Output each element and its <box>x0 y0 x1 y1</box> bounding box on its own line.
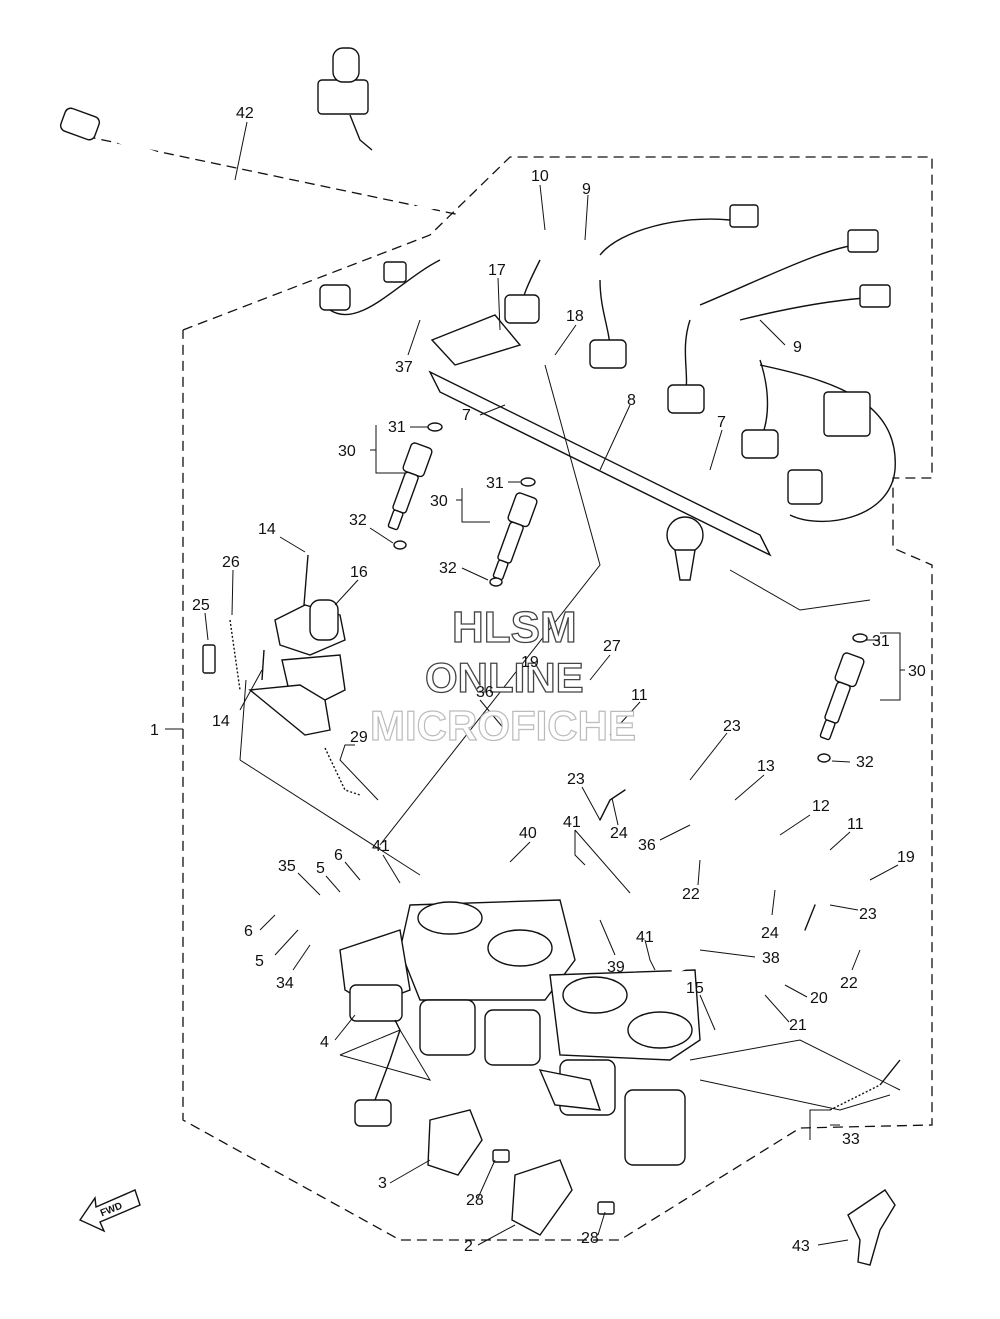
callout-22: 22 <box>840 975 858 992</box>
callout-19: 19 <box>897 849 915 866</box>
callout-29: 29 <box>350 729 368 746</box>
callout-32: 32 <box>856 754 874 771</box>
callout-11: 11 <box>847 816 864 833</box>
callout-9: 9 <box>793 339 802 356</box>
throttle-body <box>339 899 701 1166</box>
callout-20: 20 <box>810 990 828 1007</box>
callout-34: 34 <box>276 975 294 992</box>
callout-43: 43 <box>792 1238 810 1255</box>
callout-36: 36 <box>638 837 656 854</box>
callout-32: 32 <box>439 560 457 577</box>
callout-labels: 42 10 9 17 18 9 37 8 7 7 31 30 31 30 32 … <box>150 105 926 1255</box>
callout-9: 9 <box>582 181 591 198</box>
callout-3: 3 <box>378 1175 387 1192</box>
callout-16: 16 <box>350 564 368 581</box>
callout-14: 14 <box>212 713 230 730</box>
callout-13: 13 <box>757 758 775 775</box>
callout-15: 15 <box>686 980 704 997</box>
callout-24: 24 <box>761 925 779 942</box>
callout-25: 25 <box>192 597 210 614</box>
callout-39: 39 <box>607 959 625 976</box>
callout-28: 28 <box>466 1192 484 1209</box>
callout-6: 6 <box>244 923 253 940</box>
callout-5: 5 <box>316 860 325 877</box>
callout-6: 6 <box>334 847 343 864</box>
callout-2: 2 <box>464 1238 473 1255</box>
hoses <box>415 703 915 1111</box>
sensors <box>354 1019 615 1236</box>
callout-28: 28 <box>581 1230 599 1247</box>
callout-17: 17 <box>488 262 506 279</box>
callout-41: 41 <box>372 838 390 855</box>
callout-35: 35 <box>278 858 296 875</box>
callout-23: 23 <box>859 906 877 923</box>
callout-37: 37 <box>395 359 413 376</box>
fuel-hose <box>59 47 459 229</box>
callout-42: 42 <box>236 105 254 122</box>
callout-36: 36 <box>476 684 494 701</box>
callout-31: 31 <box>872 633 890 650</box>
watermark-line3: MICROFICHE <box>370 702 636 749</box>
callout-32: 32 <box>349 512 367 529</box>
watermark-line1: HLSM <box>452 603 577 652</box>
fwd-arrow-icon: FWD <box>78 1189 141 1233</box>
callout-30: 30 <box>338 443 356 460</box>
bracket-43 <box>847 1189 896 1266</box>
callout-7: 7 <box>462 407 471 424</box>
callout-4: 4 <box>320 1034 329 1051</box>
callout-21: 21 <box>789 1017 807 1034</box>
callout-33: 33 <box>842 1131 860 1148</box>
callout-22: 22 <box>682 886 700 903</box>
callout-1: 1 <box>150 722 159 739</box>
callout-30: 30 <box>908 663 926 680</box>
callout-14: 14 <box>258 521 276 538</box>
callout-26: 26 <box>222 554 240 571</box>
callout-31: 31 <box>388 419 406 436</box>
fuel-rail <box>428 314 772 581</box>
callout-8: 8 <box>627 392 636 409</box>
idle-valve-assembly <box>202 554 361 796</box>
callout-27: 27 <box>603 638 621 655</box>
watermark-line2: ONLINE <box>425 654 584 701</box>
callout-10: 10 <box>531 168 549 185</box>
callout-41: 41 <box>636 929 654 946</box>
callout-7: 7 <box>717 414 726 431</box>
leader-lines <box>165 121 905 1246</box>
callout-38: 38 <box>762 950 780 967</box>
callout-23: 23 <box>567 771 585 788</box>
callout-11: 11 <box>631 687 648 704</box>
callout-23: 23 <box>723 718 741 735</box>
callout-19: 19 <box>521 654 539 671</box>
callout-30: 30 <box>430 493 448 510</box>
callout-18: 18 <box>566 308 584 325</box>
callout-41: 41 <box>563 814 581 831</box>
injectors <box>387 422 868 763</box>
callout-24: 24 <box>610 825 628 842</box>
callout-40: 40 <box>519 825 537 842</box>
callout-5: 5 <box>255 953 264 970</box>
wire-harness <box>319 204 896 523</box>
watermark: HLSM ONLINE MICROFICHE <box>369 602 636 749</box>
callout-12: 12 <box>812 798 830 815</box>
callout-31: 31 <box>486 475 504 492</box>
